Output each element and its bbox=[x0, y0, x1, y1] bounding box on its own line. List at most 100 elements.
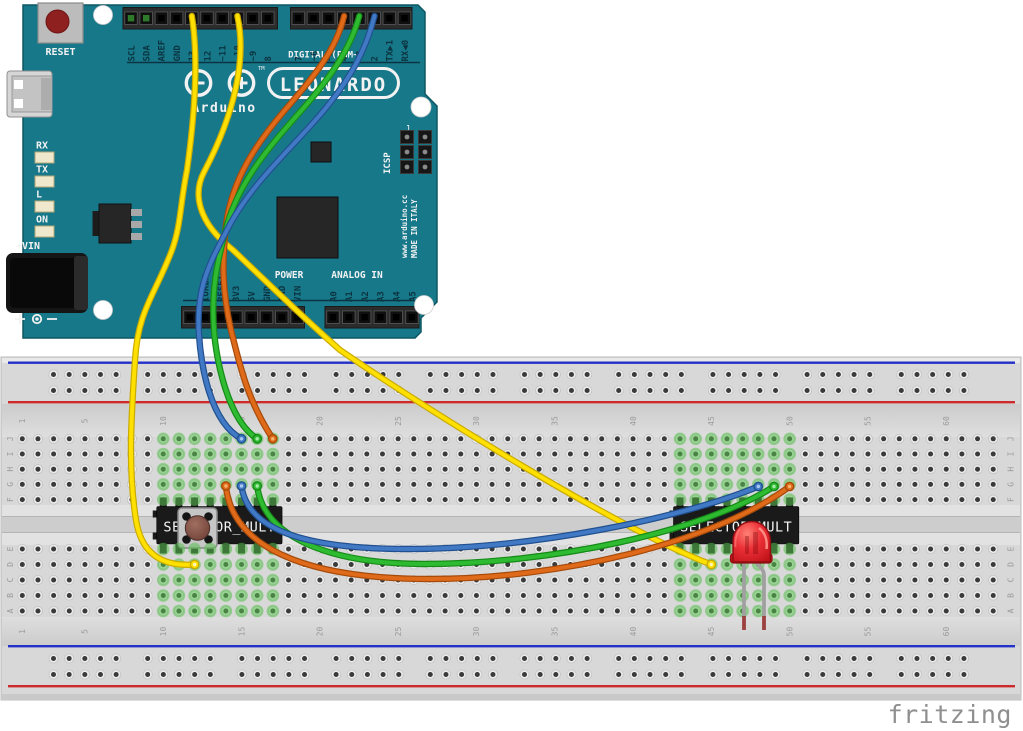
svg-text:GND: GND bbox=[263, 285, 273, 302]
svg-text:I: I bbox=[1007, 451, 1016, 456]
logo-tm: TM bbox=[258, 66, 265, 72]
polarity-icon bbox=[15, 313, 57, 325]
analog-section-label: ANALOG IN bbox=[331, 270, 383, 281]
button-plunger bbox=[184, 515, 211, 541]
svg-text:1: 1 bbox=[18, 418, 27, 423]
svg-text:A1: A1 bbox=[345, 291, 355, 302]
svg-text:SDA: SDA bbox=[143, 45, 153, 62]
svg-text:55: 55 bbox=[864, 627, 873, 637]
mounting-holes bbox=[93, 5, 434, 320]
svg-text:A0: A0 bbox=[329, 291, 339, 302]
svg-text:E: E bbox=[1007, 546, 1016, 551]
breadboard-top-bevel bbox=[2, 358, 1020, 363]
wire-yellow-1 bbox=[127, 12, 200, 570]
reset-label: RESET bbox=[45, 47, 75, 58]
breadboard-number-strip-top bbox=[2, 404, 1020, 437]
svg-text:3V3: 3V3 bbox=[232, 286, 242, 302]
svg-text:A2: A2 bbox=[361, 291, 371, 302]
usb-connector bbox=[6, 70, 53, 118]
rail-red-line-top bbox=[8, 401, 1015, 404]
breadboard-bottom-bevel bbox=[2, 694, 1020, 700]
svg-text:F: F bbox=[1007, 497, 1016, 502]
svg-text:10: 10 bbox=[159, 627, 168, 637]
wires-layer bbox=[127, 12, 795, 583]
website-label: www.arduino.cc bbox=[400, 195, 409, 258]
fritzing-watermark: fritzing bbox=[888, 700, 1012, 729]
svg-text:25: 25 bbox=[394, 416, 403, 426]
svg-text:ON: ON bbox=[36, 215, 48, 226]
voltage-regulator bbox=[92, 203, 142, 244]
svg-text:I: I bbox=[6, 451, 15, 456]
svg-text:B: B bbox=[1007, 593, 1016, 598]
svg-text:H: H bbox=[1007, 467, 1016, 472]
svg-text:40: 40 bbox=[629, 627, 638, 637]
svg-text:30: 30 bbox=[472, 627, 481, 637]
svg-text:~9: ~9 bbox=[249, 51, 259, 62]
svg-text:RX◀0: RX◀0 bbox=[401, 40, 411, 62]
svg-text:L: L bbox=[36, 190, 42, 201]
svg-text:GND: GND bbox=[173, 45, 183, 62]
svg-text:50: 50 bbox=[785, 416, 794, 426]
svg-text:40: 40 bbox=[629, 416, 638, 426]
svg-text:B: B bbox=[6, 593, 15, 598]
svg-text:2: 2 bbox=[370, 56, 380, 61]
svg-text:45: 45 bbox=[707, 416, 716, 426]
svg-text:A: A bbox=[1007, 608, 1016, 613]
svg-text:C: C bbox=[6, 577, 15, 582]
breadboard: 1155101015152020252530303535404045455050… bbox=[0, 356, 1022, 701]
svg-text:60: 60 bbox=[942, 416, 951, 426]
svg-text:35: 35 bbox=[551, 627, 560, 637]
svg-text:A: A bbox=[6, 608, 15, 613]
led-red bbox=[729, 520, 773, 630]
svg-text:D: D bbox=[6, 562, 15, 567]
svg-text:G: G bbox=[1007, 482, 1016, 487]
svg-text:20: 20 bbox=[316, 627, 325, 637]
svg-text:A4: A4 bbox=[393, 291, 403, 302]
reset-button bbox=[37, 2, 84, 44]
led-dome bbox=[732, 520, 772, 563]
svg-text:25: 25 bbox=[394, 627, 403, 637]
svg-text:10: 10 bbox=[159, 416, 168, 426]
svg-text:20: 20 bbox=[316, 416, 325, 426]
svg-text:60: 60 bbox=[942, 627, 951, 637]
svg-text:5: 5 bbox=[81, 629, 90, 634]
wire-blue-1 bbox=[195, 12, 378, 444]
breadboard-number-strip-bottom bbox=[2, 617, 1020, 646]
svg-text:35: 35 bbox=[551, 416, 560, 426]
svg-text:J: J bbox=[6, 436, 15, 441]
svg-text:TX: TX bbox=[36, 165, 48, 176]
svg-text:TX▶1: TX▶1 bbox=[386, 40, 396, 62]
svg-text:8: 8 bbox=[264, 56, 274, 61]
svg-text:7: 7 bbox=[295, 56, 305, 61]
svg-text:D: D bbox=[1007, 562, 1016, 567]
svg-text:J: J bbox=[1007, 436, 1016, 441]
svg-text:AREF: AREF bbox=[158, 40, 168, 62]
breadboard-labels: 1155101015152020252530303535404045455050… bbox=[6, 416, 1016, 636]
svg-text:RX: RX bbox=[36, 141, 48, 152]
mcu-chip bbox=[276, 196, 339, 259]
svg-text:A5: A5 bbox=[408, 291, 418, 302]
power-section-label: POWER bbox=[275, 270, 304, 281]
svg-text:1: 1 bbox=[18, 629, 27, 634]
svg-text:55: 55 bbox=[864, 416, 873, 426]
svg-text:15: 15 bbox=[237, 627, 246, 637]
svg-text:SCL: SCL bbox=[127, 45, 137, 62]
breadboard-connection-highlights bbox=[156, 432, 796, 618]
svg-text:5V: 5V bbox=[248, 291, 258, 302]
svg-text:50: 50 bbox=[785, 627, 794, 637]
crystal-chip bbox=[310, 141, 332, 163]
arduino-board: RESET bbox=[6, 2, 438, 339]
icsp-label: ICSP bbox=[383, 152, 393, 174]
brand-label: Arduino bbox=[191, 101, 256, 116]
svg-text:5: 5 bbox=[81, 418, 90, 423]
svg-text:C: C bbox=[1007, 577, 1016, 582]
svg-text:G: G bbox=[6, 482, 15, 487]
model-label: LEONARDO bbox=[280, 74, 388, 96]
rail-blue-line-top bbox=[8, 361, 1015, 364]
svg-text:30: 30 bbox=[472, 416, 481, 426]
wire-yellow-2 bbox=[195, 12, 717, 570]
wire-blue-2 bbox=[236, 481, 764, 553]
rail-red-line-bottom bbox=[8, 685, 1015, 688]
wire-orange-2 bbox=[221, 481, 795, 583]
